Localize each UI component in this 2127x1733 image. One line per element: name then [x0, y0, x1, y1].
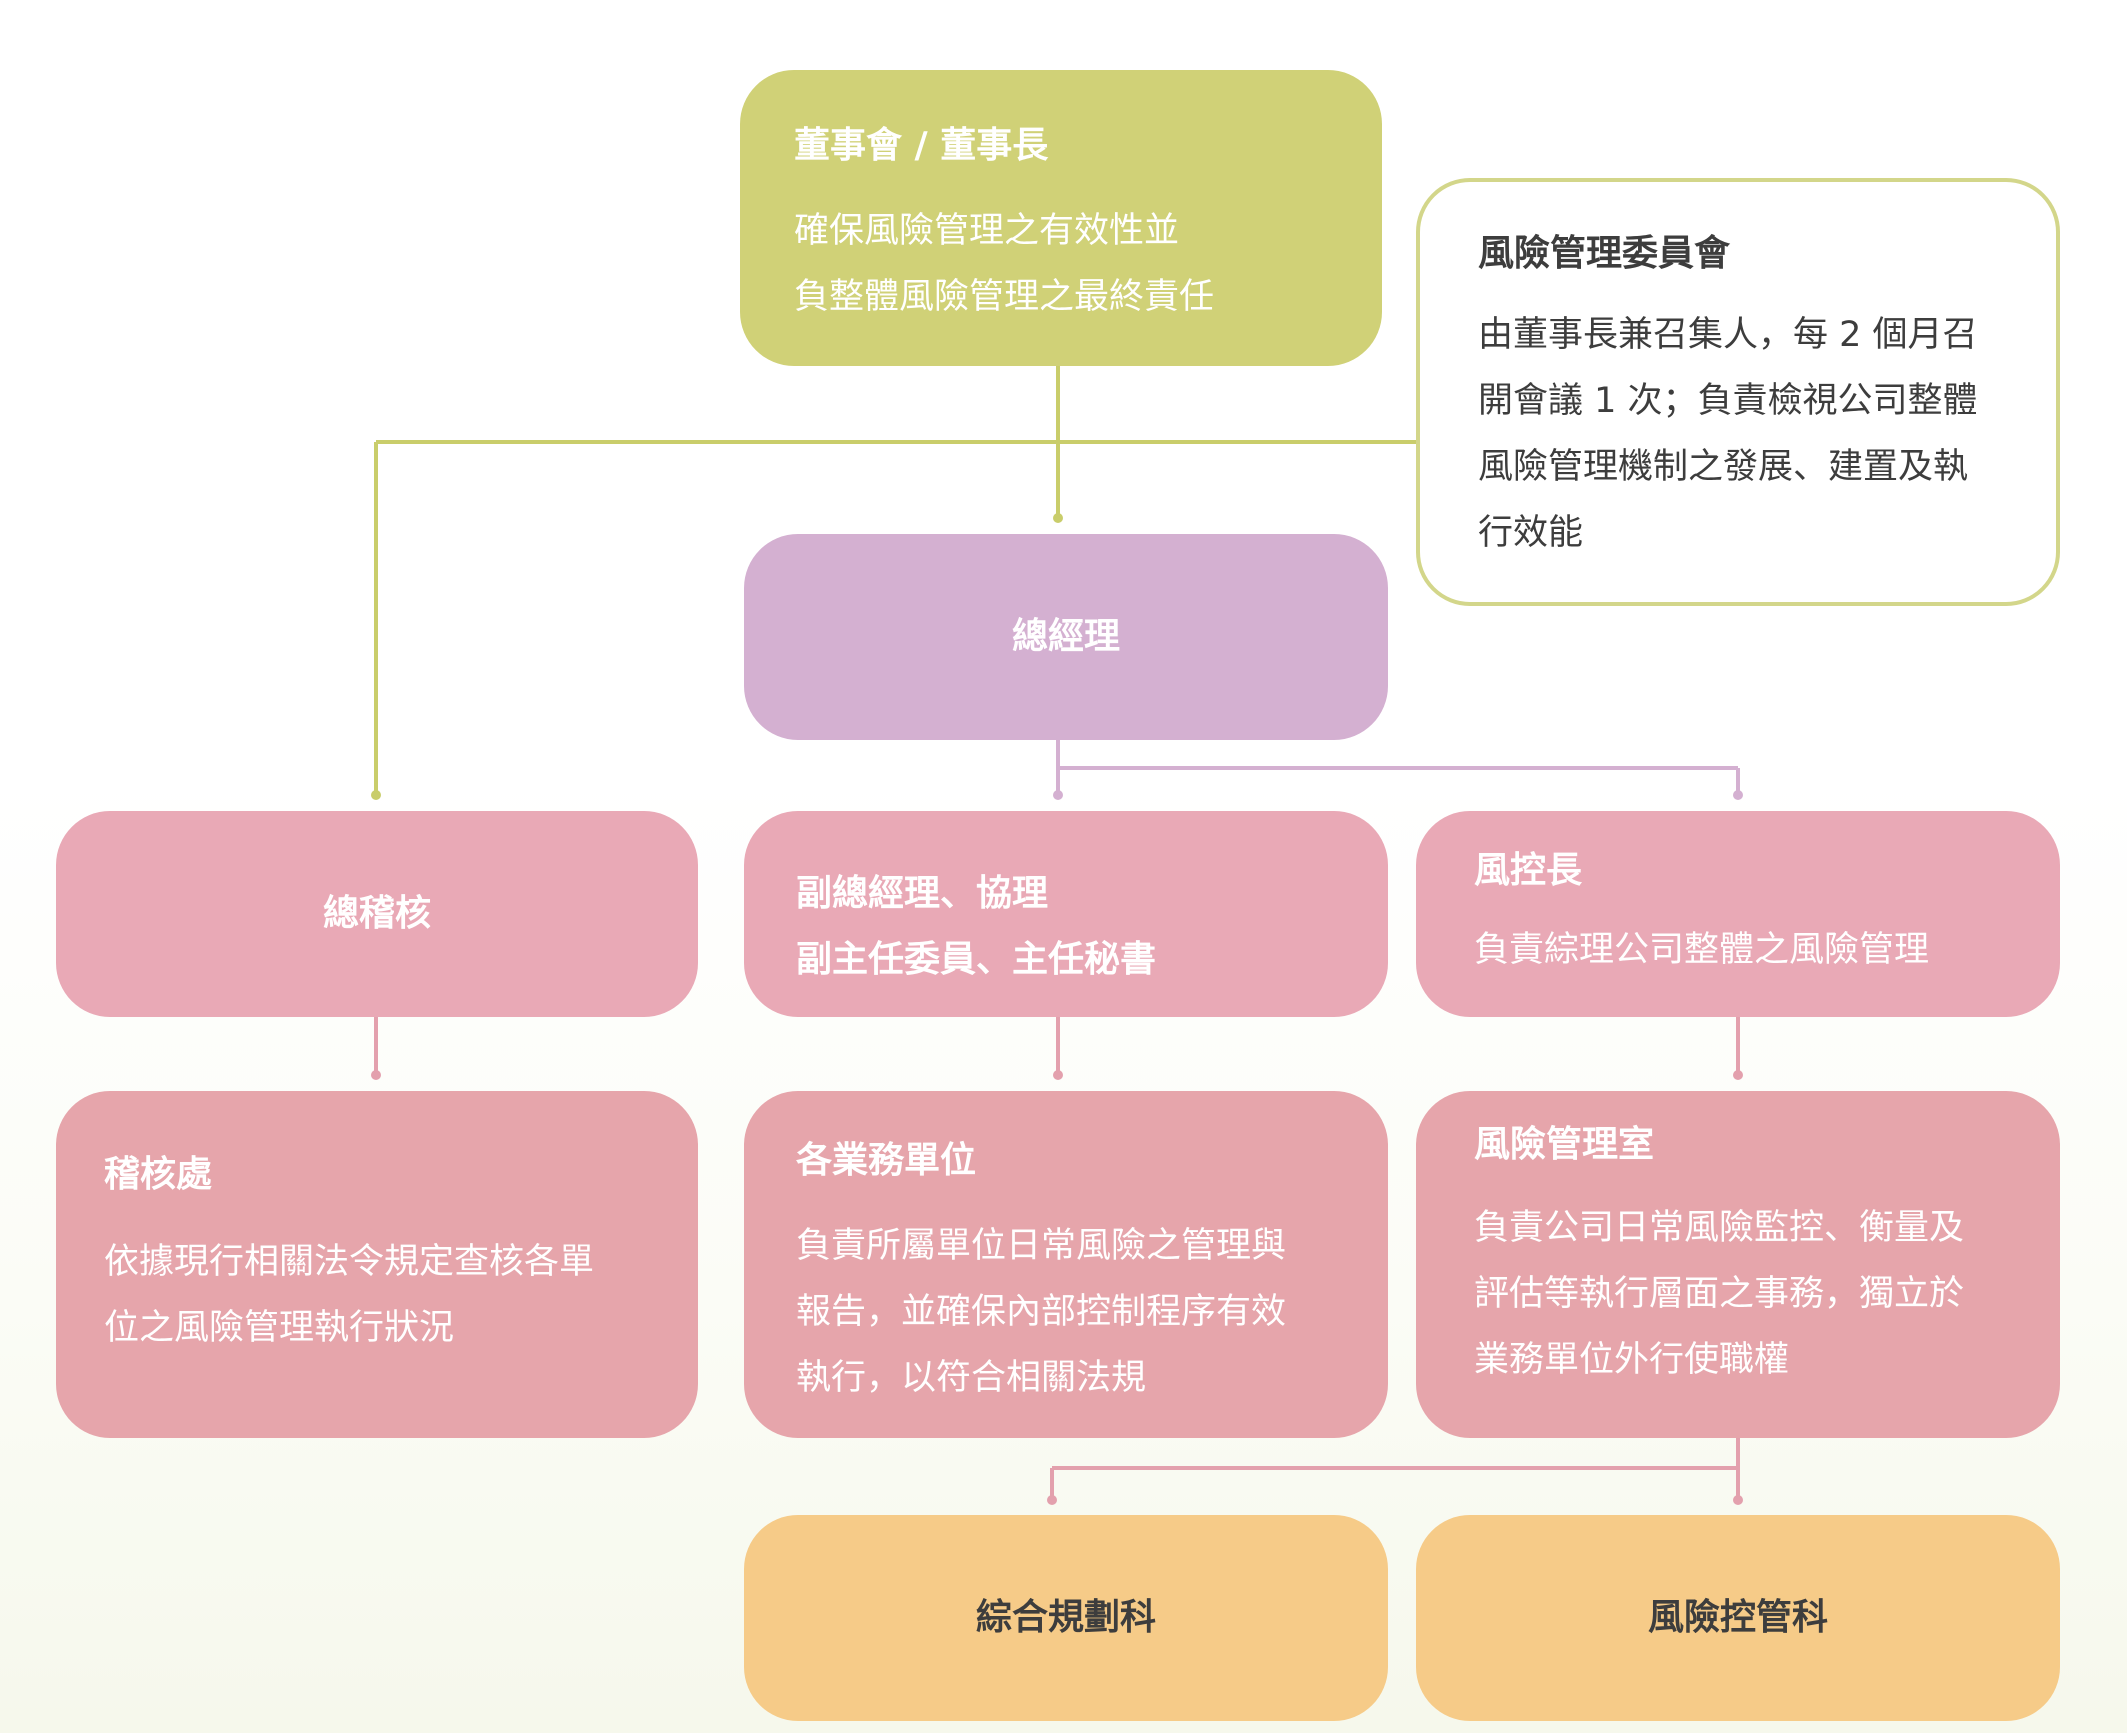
committee-desc-line-2: 開會議 1 次；負責檢視公司整體: [1478, 381, 1978, 421]
risk-office-box: 風險管理室 負責公司日常風險監控、衡量及 評估等執行層面之事務，獨立於 業務單位…: [1416, 1091, 2060, 1438]
cro-title: 風控長: [1474, 850, 1583, 891]
president-connector-dot: [1053, 513, 1063, 523]
audit-desc-line-2: 位之風險管理執行狀況: [104, 1308, 455, 1348]
risk-office-desc-line-2: 評估等執行層面之事務，獨立於: [1474, 1274, 1965, 1314]
planning-connector-dot: [1047, 1495, 1057, 1505]
vp-connector-dot: [1053, 790, 1063, 800]
risk-office-connector-dot: [1733, 1070, 1743, 1080]
chief-auditor-title: 總稽核: [322, 893, 431, 934]
risk-office-title: 風險管理室: [1474, 1124, 1655, 1165]
vp-title-line-2: 副主任委員、主任秘書: [796, 939, 1157, 980]
risk-control-connector-dot: [1733, 1495, 1743, 1505]
chief-auditor-connector-dot: [371, 790, 381, 800]
cro-connector-dot: [1733, 790, 1743, 800]
business-units-title: 各業務單位: [796, 1140, 977, 1181]
audit-connector-dot: [371, 1070, 381, 1080]
business-desc-line-2: 報告，並確保內部控制程序有效: [796, 1292, 1287, 1332]
cro-box: 風控長 負責綜理公司整體之風險管理: [1416, 811, 2060, 1017]
business-units-box: 各業務單位 負責所屬單位日常風險之管理與 報告，並確保內部控制程序有效 執行，以…: [744, 1091, 1388, 1438]
risk-control-section-box: 風險控管科: [1416, 1515, 2060, 1721]
planning-section-box: 綜合規劃科: [744, 1515, 1388, 1721]
president-title: 總經理: [1011, 616, 1120, 657]
risk-office-desc-line-1: 負責公司日常風險監控、衡量及: [1474, 1208, 1965, 1248]
board-desc-line-2: 負整體風險管理之最終責任: [794, 277, 1215, 317]
committee-description: 由董事長兼召集人，每 2 個月召 開會議 1 次；負責檢視公司整體 風險管理機制…: [1478, 302, 2004, 566]
business-connector-dot: [1053, 1070, 1063, 1080]
committee-desc-line-1: 由董事長兼召集人，每 2 個月召: [1478, 315, 1978, 355]
risk-office-description: 負責公司日常風險監控、衡量及 評估等執行層面之事務，獨立於 業務單位外行使職權: [1474, 1195, 2002, 1393]
committee-desc-line-3: 風險管理機制之發展、建置及執: [1478, 447, 1969, 487]
audit-office-box: 稽核處 依據現行相關法令規定查核各單 位之風險管理執行狀況: [56, 1091, 698, 1438]
board-title: 董事會 / 董事長: [794, 125, 1049, 166]
business-units-description: 負責所屬單位日常風險之管理與 報告，並確保內部控制程序有效 執行，以符合相關法規: [796, 1213, 1336, 1411]
risk-committee-box: 風險管理委員會 由董事長兼召集人，每 2 個月召 開會議 1 次；負責檢視公司整…: [1416, 178, 2060, 606]
board-box: 董事會 / 董事長 確保風險管理之有效性並 負整體風險管理之最終責任: [740, 70, 1382, 366]
board-description: 確保風險管理之有效性並 負整體風險管理之最終責任: [794, 198, 1328, 330]
chief-auditor-box: 總稽核: [56, 811, 698, 1017]
risk-control-section-title: 風險控管科: [1647, 1597, 1828, 1638]
business-desc-line-1: 負責所屬單位日常風險之管理與: [796, 1226, 1287, 1266]
committee-desc-line-4: 行效能: [1478, 513, 1584, 553]
audit-desc-line-1: 依據現行相關法令規定查核各單: [104, 1242, 595, 1282]
cro-description: 負責綜理公司整體之風險管理: [1474, 930, 1930, 970]
planning-section-title: 綜合規劃科: [975, 1597, 1156, 1638]
vp-box: 副總經理、協理 副主任委員、主任秘書: [744, 811, 1388, 1017]
board-desc-line-1: 確保風險管理之有效性並: [794, 211, 1180, 251]
risk-office-desc-line-3: 業務單位外行使職權: [1474, 1340, 1790, 1380]
business-desc-line-3: 執行，以符合相關法規: [796, 1358, 1147, 1398]
committee-title: 風險管理委員會: [1478, 233, 1731, 274]
audit-office-description: 依據現行相關法令規定查核各單 位之風險管理執行狀況: [104, 1229, 646, 1361]
audit-office-title: 稽核處: [104, 1154, 213, 1195]
president-box: 總經理: [744, 534, 1388, 740]
vp-title-line-1: 副總經理、協理: [796, 873, 1049, 914]
